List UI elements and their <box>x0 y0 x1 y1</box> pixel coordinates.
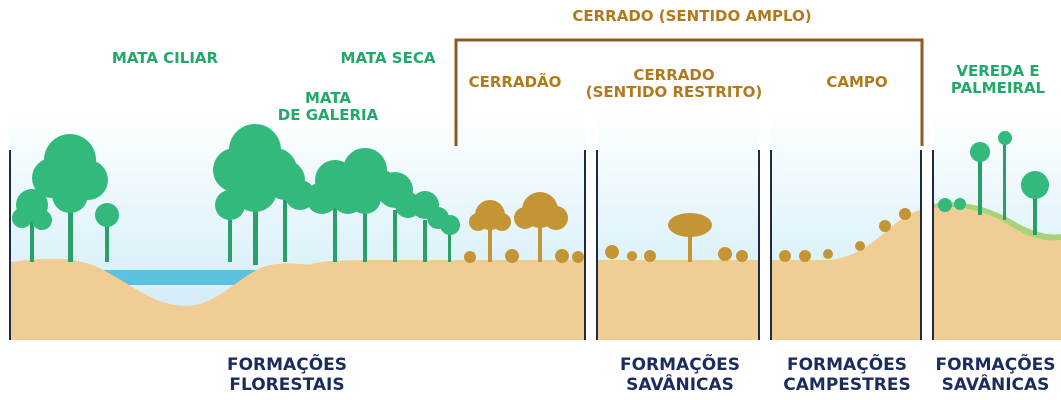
ground-florestais <box>10 258 585 340</box>
vereda-palms <box>938 131 1049 235</box>
label-mata-seca: MATA SECA <box>340 49 436 67</box>
savanna-vegetation <box>464 192 911 263</box>
label-savanicas2-line2: SAVÂNICAS <box>941 374 1050 395</box>
label-mata-ciliar: MATA CILIAR <box>111 49 219 67</box>
label-florestais-line2: FLORESTAIS <box>229 374 345 395</box>
label-cerrado-restrito-line1: CERRADO <box>633 66 715 84</box>
label-vereda-line1: VEREDA E <box>956 62 1040 80</box>
label-savanicas2-line1: FORMAÇÕES <box>935 355 1056 375</box>
vereda-grass <box>933 202 1061 241</box>
label-savanicas-line1: FORMAÇÕES <box>619 355 740 375</box>
cerrado-amplo-title: CERRADO (SENTIDO AMPLO) <box>572 7 812 25</box>
label-formacoes-florestais: FORMAÇÕES FLORESTAIS <box>217 355 357 395</box>
forest-trees <box>12 124 460 265</box>
ground-campestres <box>771 210 921 340</box>
panel-frames <box>9 150 934 340</box>
label-mata-de-galeria: MATA DE GALERIA <box>268 89 388 125</box>
label-vereda-palmeiral: VEREDA E PALMEIRAL <box>940 62 1056 98</box>
label-campo: CAMPO <box>826 73 888 91</box>
ground-savanicas <box>597 260 759 340</box>
label-cerrado-sentido-restrito: CERRADO (SENTIDO RESTRITO) <box>584 66 764 102</box>
label-florestais-line1: FORMAÇÕES <box>226 355 347 375</box>
label-vereda-line2: PALMEIRAL <box>950 79 1046 98</box>
label-cerrado-restrito-line2: (SENTIDO RESTRITO) <box>585 83 763 102</box>
label-formacoes-savanicas: FORMAÇÕES SAVÂNICAS <box>610 355 750 395</box>
label-campestres-line1: FORMAÇÕES <box>786 355 907 375</box>
label-cerradao: CERRADÃO <box>468 73 562 91</box>
label-formacoes-campestres: FORMAÇÕES CAMPESTRES <box>772 355 922 395</box>
label-campestres-line2: CAMPESTRES <box>783 374 911 395</box>
label-mata-de-galeria-line1: MATA <box>304 89 352 107</box>
label-formacoes-savanicas-2: FORMAÇÕES SAVÂNICAS <box>930 355 1061 395</box>
label-savanicas-line2: SAVÂNICAS <box>626 374 734 395</box>
cerrado-amplo-bracket <box>454 38 924 146</box>
ground-vereda <box>933 206 1061 340</box>
label-mata-de-galeria-line2: DE GALERIA <box>277 106 379 125</box>
